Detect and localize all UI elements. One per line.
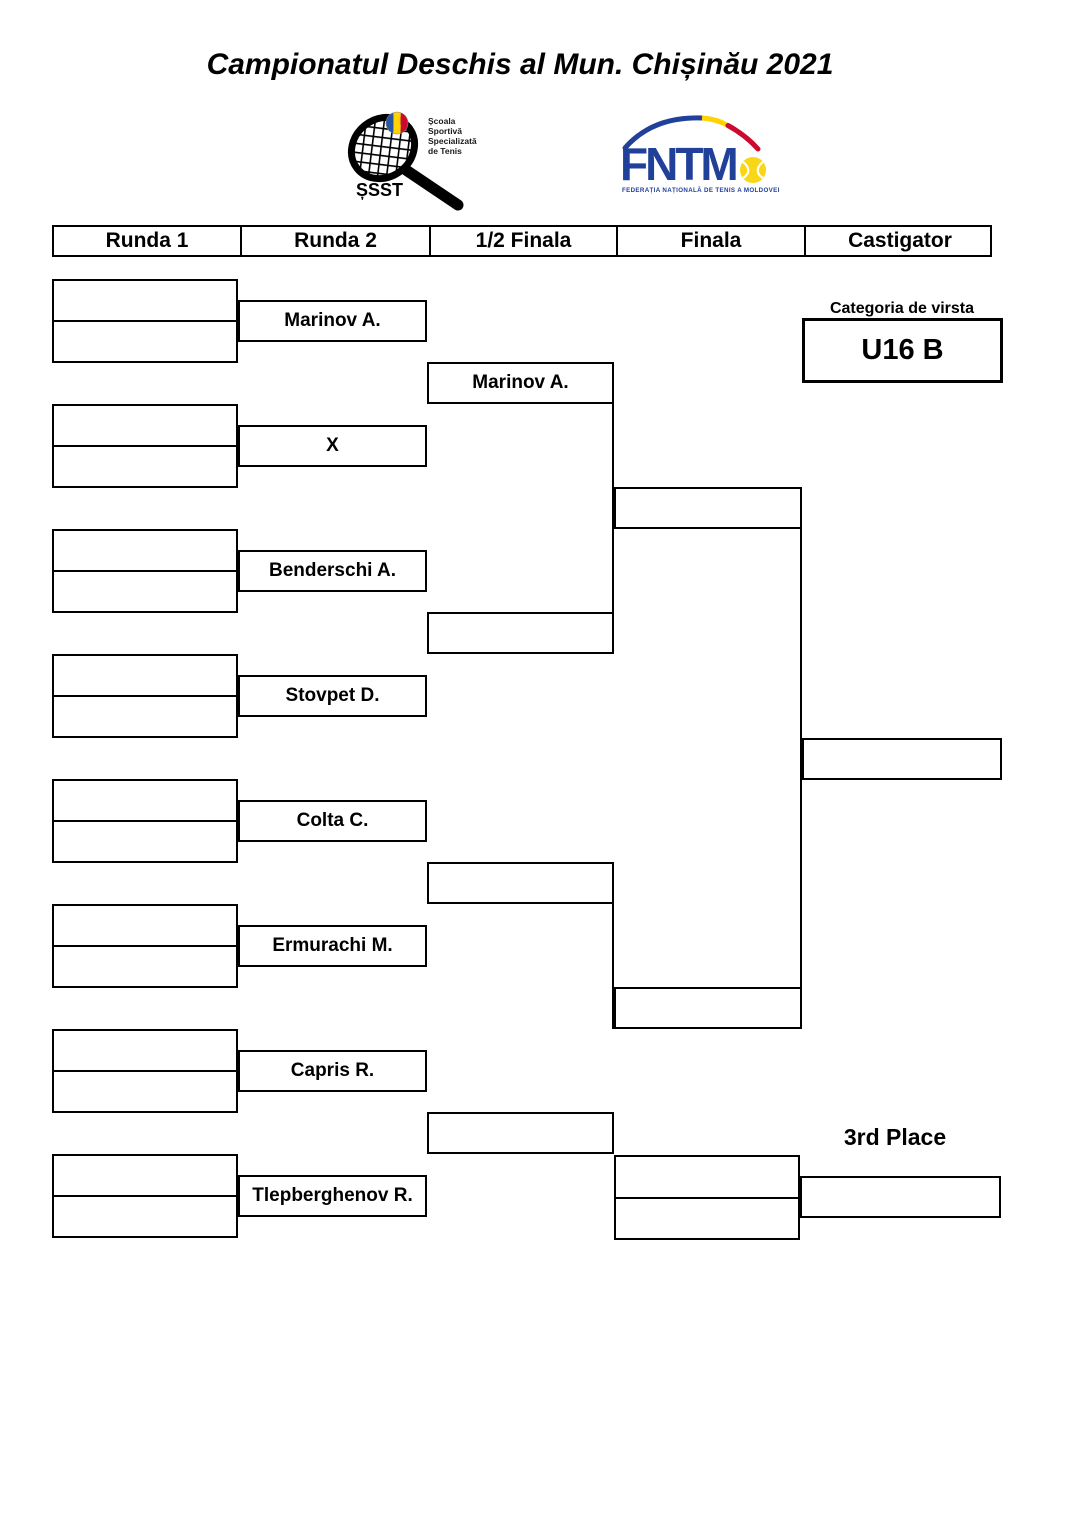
pair-divider [54,445,236,447]
pair-divider [54,695,236,697]
pair-divider [54,945,236,947]
flag-stripe-red [400,112,408,134]
header-finala: Finala [616,227,804,255]
round1-pair-1 [52,279,238,363]
semifinal-slot-2 [427,612,614,654]
round1-pair-3 [52,529,238,613]
third-place-label: 3rd Place [843,1124,947,1150]
ball-seams [742,161,764,179]
swoosh-blue [622,115,705,151]
ssst-acronym: ȘSST [356,180,403,200]
ssst-school-line-4: de Tenis [428,146,462,156]
connector-sf-bottom [612,904,614,1029]
round1-slot [54,656,236,695]
round1-slot [54,531,236,570]
round2-slot-5: Colta C. [238,800,427,842]
connector-sf-top [612,404,614,612]
round1-slot [54,947,236,986]
round1-slot [54,447,236,486]
fntm-logo: FNTM FEDERAȚIA NAȚIONALĂ DE TENIS A MOLD… [616,110,786,205]
round2-slot-3: Benderschi A. [238,550,427,592]
header-castigator: Castigator [804,227,994,255]
ssst-school-line-1: Școala [428,116,456,126]
pair-divider [54,1070,236,1072]
pair-divider [54,570,236,572]
tennis-ball-icon [740,157,766,183]
round2-slot-1: Marinov A. [238,300,427,342]
round1-slot [54,1072,236,1111]
round1-slot [54,1156,236,1195]
round1-slot [54,697,236,736]
round1-slot [54,1031,236,1070]
fntm-logo-icon: FNTM FEDERAȚIA NAȚIONALĂ DE TENIS A MOLD… [620,115,780,194]
pair-divider [54,1195,236,1197]
round2-slot-2: X [238,425,427,467]
round1-pair-6 [52,904,238,988]
ssst-school-line-3: Specializată [428,136,477,146]
round1-slot [54,322,236,361]
round1-slot [54,781,236,820]
third-place-winner-slot [800,1176,1001,1218]
round1-slot [54,1197,236,1236]
round1-slot [54,281,236,320]
tennis-racket-icon: Școala Sportivă Specializată de Tenis ȘS… [347,111,477,211]
winner-slot [802,738,1002,780]
round1-pair-8 [52,1154,238,1238]
final-slot-2 [614,987,802,1029]
header-semifinala: 1/2 Finala [429,227,616,255]
final-slot-1 [614,487,802,529]
semifinal-slot-1: Marinov A. [427,362,614,404]
round-headers: Runda 1 Runda 2 1/2 Finala Finala Castig… [52,225,992,257]
round1-pair-7 [52,1029,238,1113]
pair-divider [616,1197,798,1199]
round2-slot-7: Capris R. [238,1050,427,1092]
pair-divider [54,820,236,822]
racket-handle [400,164,464,211]
round1-pair-5 [52,779,238,863]
round1-slot [54,572,236,611]
swoosh-red [725,123,761,152]
pair-divider [54,320,236,322]
fntm-wordmark: FNTM [620,138,736,190]
round1-pair-4 [52,654,238,738]
swoosh-yellow [701,115,730,128]
semifinal-slot-4 [427,1112,614,1154]
ball-outline [385,111,409,135]
connector-final [800,488,802,1029]
flag-stripe-blue [386,112,394,134]
fntm-subtitle: FEDERAȚIA NAȚIONALĂ DE TENIS A MOLDOVEI [622,187,780,194]
round1-slot [54,406,236,445]
header-runda-1: Runda 1 [105,229,189,252]
round1-slot [54,822,236,861]
age-category-box: U16 B [802,318,1003,383]
ssst-logo: Școala Sportivă Specializată de Tenis ȘS… [338,100,506,218]
round1-pair-2 [52,404,238,488]
flag-stripe-yellow [393,112,401,134]
round2-slot-4: Stovpet D. [238,675,427,717]
round1-slot [54,906,236,945]
semifinal-slot-3 [427,862,614,904]
header-runda-2: Runda 2 [240,227,429,255]
page-title: Campionatul Deschis al Mun. Chișinău 202… [206,48,834,81]
round2-slot-6: Ermurachi M. [238,925,427,967]
moldova-flag-ball-icon [386,112,408,134]
age-category-label: Categoria de virsta [829,300,975,317]
third-place-pair [614,1155,800,1240]
ssst-school-line-2: Sportivă [428,126,462,136]
round2-slot-8: Tlepberghenov R. [238,1175,427,1217]
